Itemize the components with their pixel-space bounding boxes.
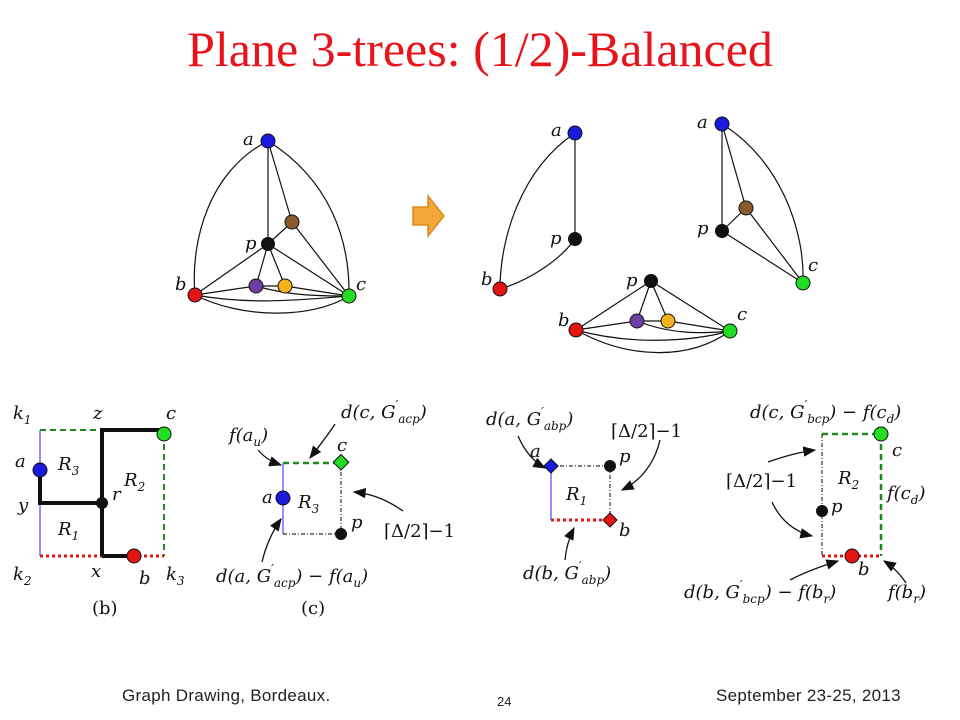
panel3-ceil: ⌈Δ/2⌉−1 xyxy=(611,421,682,442)
panel3-vertex-p xyxy=(604,460,616,472)
panel2-R3: R3 xyxy=(297,492,320,516)
panel-4-region-R2 xyxy=(767,426,907,584)
panel-1-decomposition xyxy=(32,426,172,564)
panel3-a: a xyxy=(530,441,541,462)
panel-3-region-R1 xyxy=(517,435,661,561)
sub-abp-vertex-a xyxy=(567,125,583,141)
sub-bcp-vertex-c xyxy=(722,323,738,339)
label-c: c xyxy=(356,274,366,295)
panel1-R3: R3 xyxy=(57,454,80,478)
sub-bcp-label-b: b xyxy=(558,310,570,331)
sub-acp-label-p: p xyxy=(697,218,709,239)
sub-acp-label-c: c xyxy=(808,255,818,276)
panel3-p: p xyxy=(619,446,631,467)
panel3-R1: R1 xyxy=(565,484,587,508)
panel1-c: c xyxy=(166,403,176,424)
label-a: a xyxy=(243,129,254,150)
panel1-k2: k2 xyxy=(13,564,32,588)
panel1-caption: (b) xyxy=(92,598,118,619)
vertex-a xyxy=(260,133,276,149)
sub-bcp-label-c: c xyxy=(737,304,747,325)
panel4-R2: R2 xyxy=(837,468,859,492)
panel1-y: y xyxy=(17,495,29,516)
panel3-vertex-a xyxy=(543,458,559,474)
panel2-a: a xyxy=(262,487,273,508)
label-p: p xyxy=(245,233,257,254)
panel3-d-a-abp: d(a, G′abp) xyxy=(486,405,573,433)
vertex-c xyxy=(341,288,357,304)
panel-2-region-R3 xyxy=(257,423,404,563)
sub-bcp-vertex-purple xyxy=(629,313,645,329)
panel3-b: b xyxy=(619,520,631,541)
panel3-vertex-b xyxy=(602,512,618,528)
panel4-d-c-bcp: d(c, G′bcp) − f(cd) xyxy=(750,398,901,426)
sub-abp-vertex-p xyxy=(568,232,582,246)
vertex-p xyxy=(261,237,275,251)
panel1-b: b xyxy=(139,568,151,589)
sub-acp-vertex-p xyxy=(715,224,729,238)
sub-acp-vertex-c xyxy=(795,275,811,291)
panel1-z: z xyxy=(92,403,103,424)
vertex-inner-orange xyxy=(277,278,293,294)
panel2-f-au: f(au) xyxy=(227,425,268,449)
sub-acp-vertex-a xyxy=(714,116,730,132)
panel1-vertex-a xyxy=(32,462,48,478)
panel4-vertex-p xyxy=(816,505,828,517)
plane-3-tree-original xyxy=(193,140,350,314)
panel2-p: p xyxy=(351,512,363,533)
slide-title: Plane 3-trees: (1/2)-Balanced xyxy=(187,21,773,77)
vertex-inner-brown xyxy=(284,214,300,230)
panel4-f-cd: f(cd) xyxy=(885,483,925,507)
panel1-R2: R2 xyxy=(123,470,145,494)
panel2-c: c xyxy=(337,435,347,456)
vertex-b xyxy=(187,287,203,303)
panel2-caption: (c) xyxy=(301,598,325,619)
panel1-a: a xyxy=(15,451,26,472)
subgraph-acp xyxy=(721,123,804,284)
panel4-ceil: ⌈Δ/2⌉−1 xyxy=(726,471,797,492)
panel1-vertex-b xyxy=(126,548,142,564)
panel4-vertex-c xyxy=(873,426,889,442)
footer-right: September 23-25, 2013 xyxy=(716,686,901,705)
sub-abp-label-a: a xyxy=(551,120,562,141)
panel1-k1: k1 xyxy=(13,403,32,427)
sub-bcp-vertex-b xyxy=(568,322,584,338)
sub-abp-vertex-b xyxy=(492,281,508,297)
panel2-vertex-c xyxy=(332,453,350,471)
sub-abp-label-b: b xyxy=(481,269,493,290)
sub-acp-label-a: a xyxy=(697,112,708,133)
sub-acp-vertex-brown xyxy=(738,200,754,216)
page-number: 24 xyxy=(497,694,512,709)
panel2-d-a-acp: d(a, G′acp) − f(au) xyxy=(216,562,368,590)
panel4-c: c xyxy=(892,440,902,461)
subgraph-bcp xyxy=(575,280,731,354)
panel4-vertex-b xyxy=(844,548,860,564)
panel2-vertex-a xyxy=(275,490,291,506)
panel1-vertex-c xyxy=(156,426,172,442)
panel1-R1: R1 xyxy=(57,519,79,543)
sub-abp-label-p: p xyxy=(550,228,562,249)
right-arrow-icon xyxy=(412,193,445,239)
panel4-d-b-bcp: d(b, G′bcp) − f(br) xyxy=(684,578,836,606)
panel1-x: x xyxy=(91,561,101,582)
footer-left: Graph Drawing, Bordeaux. xyxy=(122,686,331,705)
panel1-k3: k3 xyxy=(166,564,185,588)
panel1-vertex-r xyxy=(96,497,108,509)
panel2-vertex-p xyxy=(335,528,347,540)
panel4-p: p xyxy=(831,496,843,517)
panel2-d-c-acp: d(c, G′acp) xyxy=(341,398,427,426)
sub-bcp-label-p: p xyxy=(626,270,638,291)
vertex-inner-purple xyxy=(248,278,264,294)
panel4-f-br: f(br) xyxy=(886,582,926,606)
panel2-ceil: ⌈Δ/2⌉−1 xyxy=(384,521,455,542)
subgraph-abp xyxy=(499,132,576,290)
panel3-d-b-abp: d(b, G′abp) xyxy=(523,559,611,587)
sub-bcp-vertex-p xyxy=(644,274,658,288)
panel1-r: r xyxy=(112,484,122,505)
label-b: b xyxy=(175,274,187,295)
panel4-b: b xyxy=(858,559,870,580)
sub-bcp-vertex-orange xyxy=(660,313,676,329)
